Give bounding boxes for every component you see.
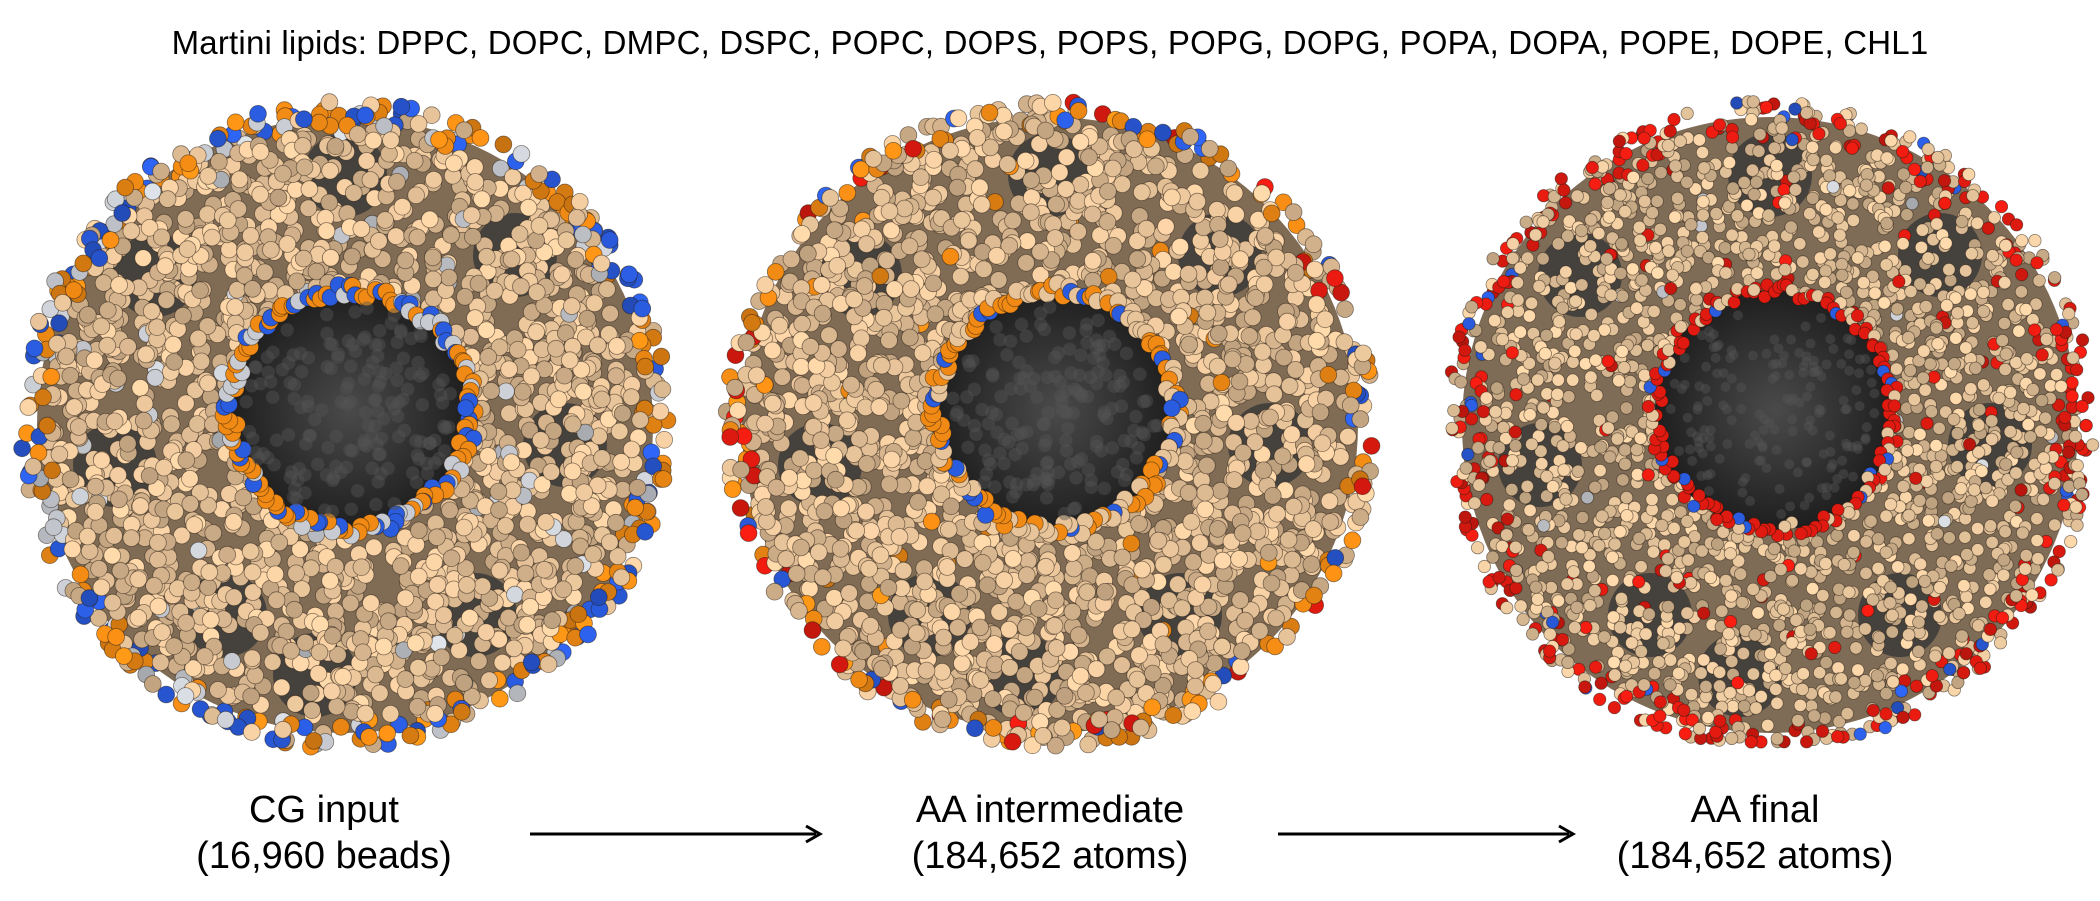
cg-input-caption: CG input (16,960 beads) — [74, 787, 574, 879]
cg-input-label: CG input — [249, 789, 399, 831]
aa-intermediate-label: AA intermediate — [915, 789, 1185, 831]
arrow-intermediate-to-final — [1278, 822, 1583, 846]
aa-intermediate-vesicle-render — [705, 80, 1395, 760]
aa-final-label: AA final — [1690, 789, 1820, 831]
aa-intermediate-caption: AA intermediate (184,652 atoms) — [800, 787, 1300, 879]
cg-input-count: (16,960 beads) — [196, 835, 452, 877]
aa-final-vesicle-render — [1425, 80, 2100, 760]
aa-intermediate-count: (184,652 atoms) — [911, 835, 1189, 877]
arrow-cg-to-intermediate — [530, 822, 830, 846]
figure-title: Martini lipids: DPPC, DOPC, DMPC, DSPC, … — [171, 24, 1929, 61]
aa-final-count: (184,652 atoms) — [1616, 835, 1894, 877]
cg-input-vesicle-render — [0, 80, 690, 760]
aa-final-caption: AA final (184,652 atoms) — [1505, 787, 2005, 879]
